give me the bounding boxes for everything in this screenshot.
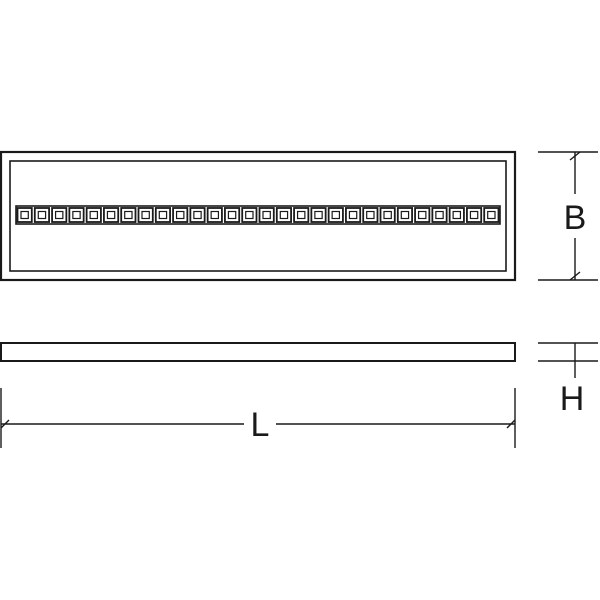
led-lens xyxy=(366,210,375,220)
led-lens xyxy=(296,210,306,220)
dimension-b xyxy=(538,151,598,281)
led-chip xyxy=(327,207,344,223)
led-lens xyxy=(37,210,47,220)
led-chip xyxy=(275,207,292,223)
led-lens xyxy=(469,210,479,220)
led-lens xyxy=(210,210,220,220)
dimension-l-label: L xyxy=(251,406,270,444)
led-lens xyxy=(175,210,185,220)
led-chip xyxy=(241,207,258,223)
led-lens xyxy=(417,210,427,220)
led-lens xyxy=(227,210,237,220)
side-view xyxy=(0,342,516,362)
led-chip xyxy=(120,207,137,223)
led-lens xyxy=(158,210,168,220)
dimension-l xyxy=(0,388,516,448)
led-chip xyxy=(51,207,68,223)
led-lens xyxy=(348,210,358,220)
led-chip xyxy=(293,207,310,223)
led-lens xyxy=(487,210,496,220)
led-lens xyxy=(141,210,150,220)
led-lens xyxy=(383,210,392,220)
led-chip xyxy=(154,207,171,223)
dim-l-tick-left xyxy=(0,419,10,429)
led-lens xyxy=(193,210,202,220)
led-chip xyxy=(33,207,50,223)
led-chip xyxy=(258,207,275,223)
led-chip xyxy=(414,207,431,223)
led-chip xyxy=(137,207,154,223)
led-chip xyxy=(396,207,413,223)
led-chip xyxy=(362,207,379,223)
dimension-b-label: B xyxy=(564,199,587,237)
led-lens xyxy=(262,210,271,220)
led-lens xyxy=(89,210,99,220)
led-chip xyxy=(103,207,120,223)
led-chip xyxy=(189,207,206,223)
led-lens xyxy=(452,210,462,220)
led-array xyxy=(16,207,500,223)
led-chip xyxy=(431,207,448,223)
led-lens xyxy=(279,210,289,220)
led-chip xyxy=(483,207,500,223)
led-chip xyxy=(466,207,483,223)
led-chip xyxy=(310,207,327,223)
dimension-h-label: H xyxy=(560,380,585,418)
led-chip xyxy=(172,207,189,223)
led-chip xyxy=(345,207,362,223)
led-lens xyxy=(72,210,81,220)
housing-outline xyxy=(0,150,517,282)
led-lens xyxy=(314,210,323,220)
led-lens xyxy=(20,210,29,220)
dimension-h xyxy=(538,342,598,378)
side-profile xyxy=(0,342,516,362)
led-lens xyxy=(124,210,133,220)
led-lens xyxy=(106,210,116,220)
diffuser-inner-frame xyxy=(9,160,507,272)
led-chip xyxy=(379,207,396,223)
led-chip xyxy=(16,207,33,223)
led-chip xyxy=(224,207,241,223)
dim-l-tick-right xyxy=(506,419,516,429)
led-chip xyxy=(448,207,465,223)
top-view xyxy=(0,150,517,282)
led-lens xyxy=(245,210,254,220)
led-lens xyxy=(400,210,410,220)
led-lens xyxy=(435,210,444,220)
led-strip-body xyxy=(15,205,501,225)
dim-b-tick-bottom xyxy=(569,271,581,281)
dim-b-tick-top xyxy=(569,151,581,161)
led-lens xyxy=(331,210,341,220)
led-lens xyxy=(54,210,64,220)
led-chip xyxy=(206,207,223,223)
led-chip xyxy=(85,207,102,223)
led-chip xyxy=(68,207,85,223)
